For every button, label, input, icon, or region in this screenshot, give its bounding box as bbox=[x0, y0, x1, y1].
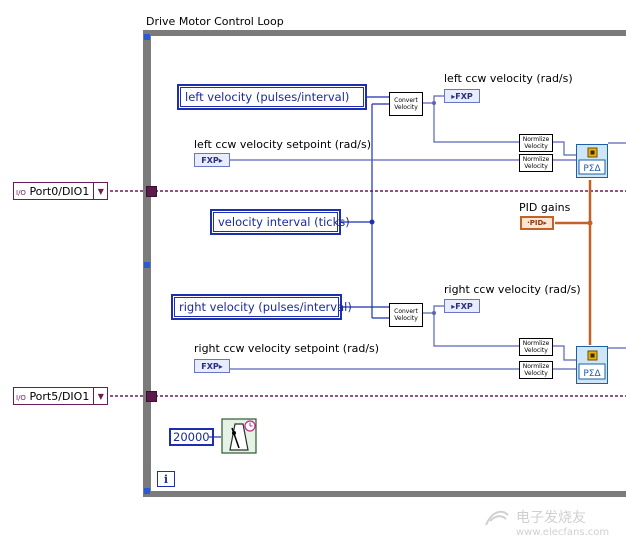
io-prefix: I/O bbox=[16, 393, 26, 402]
right-ccw-velocity-label: right ccw velocity (rad/s) bbox=[444, 283, 581, 296]
convert-velocity-right[interactable]: Convert Velocity bbox=[389, 303, 423, 327]
port0-dio1-control[interactable]: I/O Port0/DIO1 ▼ bbox=[13, 182, 109, 200]
chevron-down-icon[interactable]: ▼ bbox=[93, 388, 107, 404]
velocity-interval-control[interactable]: velocity interval (ticks) bbox=[210, 209, 350, 235]
pid-gains-label: PID gains bbox=[519, 201, 571, 214]
metronome-icon[interactable] bbox=[221, 418, 257, 454]
port0-tunnel bbox=[146, 186, 157, 197]
left-setpoint-control[interactable]: FXP▸ bbox=[194, 153, 230, 167]
pid-gains-control[interactable]: ·PID▸ bbox=[520, 216, 554, 230]
right-setpoint-control[interactable]: FXP▸ bbox=[194, 359, 230, 373]
velocity-interval-label: velocity interval (ticks) bbox=[218, 215, 350, 229]
convert-velocity-left[interactable]: Convert Velocity bbox=[389, 92, 423, 116]
left-ccw-velocity-indicator[interactable]: ▸FXP bbox=[444, 89, 480, 103]
pid-vi-left[interactable]: PΣΔ bbox=[576, 144, 608, 178]
svg-text:PΣΔ: PΣΔ bbox=[583, 369, 601, 379]
normalize-velocity-right-2[interactable]: Normlize Velocity bbox=[519, 361, 553, 379]
normalize-velocity-left-2[interactable]: Normlize Velocity bbox=[519, 154, 553, 172]
watermark-text: 电子发烧友 bbox=[516, 510, 586, 526]
chevron-down-icon[interactable]: ▼ bbox=[93, 183, 107, 199]
port5-dio1-control[interactable]: I/O Port5/DIO1 ▼ bbox=[13, 387, 109, 405]
left-setpoint-label: left ccw velocity setpoint (rad/s) bbox=[194, 138, 372, 151]
loop-tunnel bbox=[144, 34, 150, 40]
loop-tunnel bbox=[144, 262, 150, 268]
watermark-url: www.elecfans.com bbox=[516, 527, 610, 538]
loop-frame-bottom[interactable] bbox=[143, 491, 626, 497]
iteration-terminal[interactable]: i bbox=[157, 471, 175, 487]
pid-icon: PΣΔ bbox=[578, 350, 606, 380]
right-velocity-label: right velocity (pulses/interval) bbox=[179, 300, 352, 314]
normalize-velocity-right-1[interactable]: Normlize Velocity bbox=[519, 338, 553, 356]
right-setpoint-label: right ccw velocity setpoint (rad/s) bbox=[194, 342, 380, 355]
pid-icon: PΣΔ bbox=[578, 147, 606, 175]
loop-title: Drive Motor Control Loop bbox=[146, 15, 284, 28]
right-ccw-velocity-indicator[interactable]: ▸FXP bbox=[444, 299, 480, 313]
port5-tunnel bbox=[146, 391, 157, 402]
left-ccw-velocity-label: left ccw velocity (rad/s) bbox=[444, 72, 573, 85]
normalize-velocity-left-1[interactable]: Normlize Velocity bbox=[519, 134, 553, 152]
watermark-logo-icon bbox=[482, 505, 512, 533]
io-prefix: I/O bbox=[16, 188, 26, 197]
loop-frame-top[interactable] bbox=[143, 30, 626, 36]
svg-text:PΣΔ: PΣΔ bbox=[583, 164, 601, 174]
right-velocity-control[interactable]: right velocity (pulses/interval) bbox=[171, 294, 352, 320]
left-velocity-label: left velocity (pulses/interval) bbox=[185, 90, 350, 104]
left-velocity-control[interactable]: left velocity (pulses/interval) bbox=[177, 84, 367, 110]
wait-ticks-constant[interactable]: 20000 bbox=[169, 428, 214, 446]
loop-tunnel bbox=[144, 488, 150, 494]
pid-vi-right[interactable]: PΣΔ bbox=[576, 346, 608, 384]
